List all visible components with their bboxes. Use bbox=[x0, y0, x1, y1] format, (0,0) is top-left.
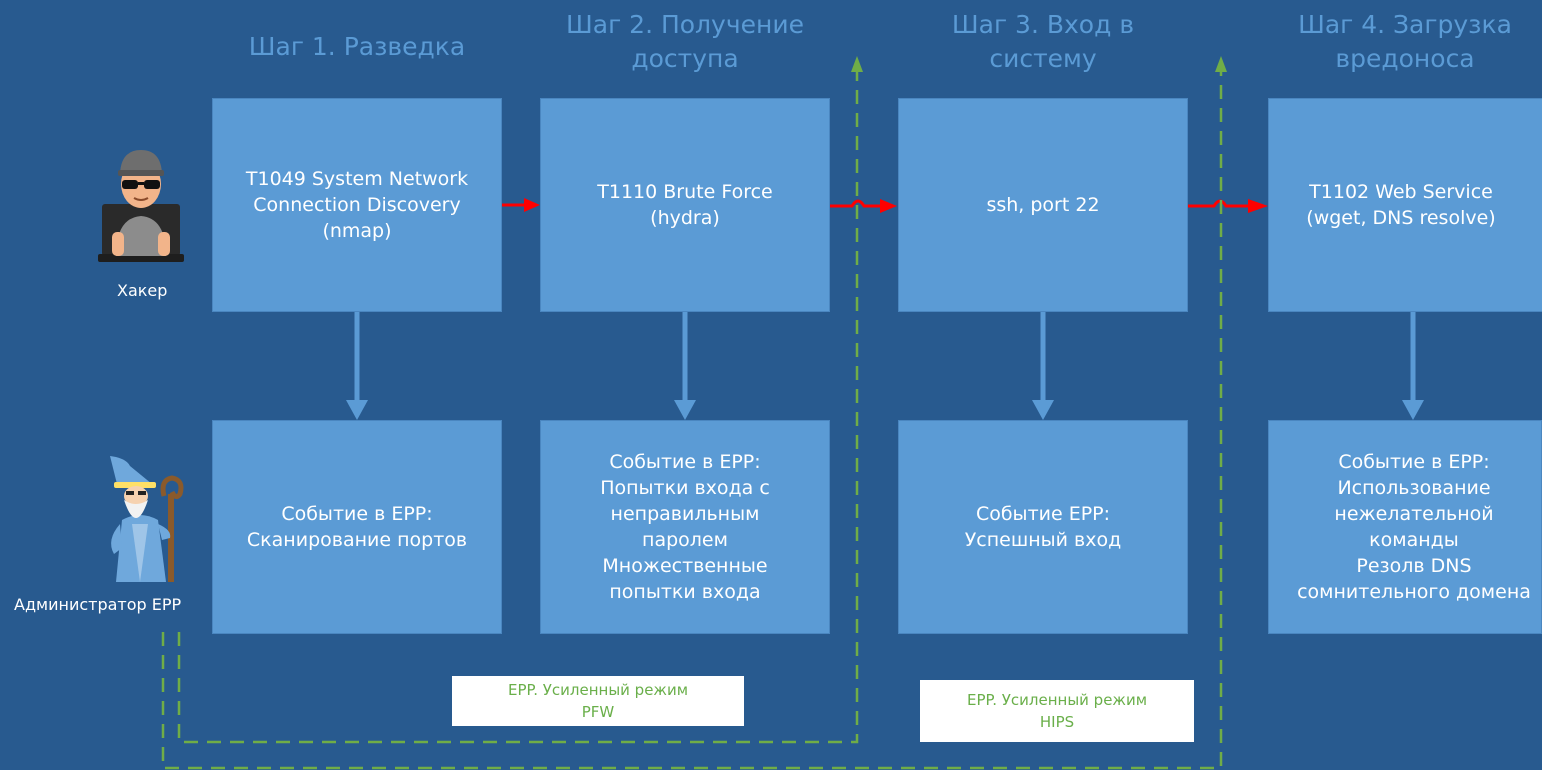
technique-box-4: T1102 Web Service (wget, DNS resolve) bbox=[1268, 98, 1542, 312]
down-arrow-3 bbox=[1032, 312, 1054, 420]
step-4-title: Шаг 4. Загрузка вредоноса bbox=[1298, 10, 1512, 73]
event-4-line-5: Резолв DNS bbox=[1356, 555, 1472, 577]
attack-arrow-2 bbox=[830, 199, 897, 213]
event-4-line-3: нежелательной bbox=[1334, 503, 1494, 525]
event-2-line-6: попытки входа bbox=[609, 581, 761, 603]
event-3-line-2: Успешный вход bbox=[964, 529, 1122, 551]
technique-2-line-2: (hydra) bbox=[650, 207, 720, 229]
admin-label: Администратор EPP bbox=[14, 595, 182, 614]
event-2-line-3: неправильным bbox=[610, 503, 760, 525]
event-4-line-6: сомнительного домена bbox=[1297, 581, 1531, 603]
technique-box-3: ssh, port 22 bbox=[898, 98, 1188, 312]
step-1-title: Шаг 1. Разведка bbox=[248, 32, 466, 61]
technique-4-line-1: T1102 Web Service bbox=[1309, 181, 1493, 203]
event-2-line-2: Попытки входа с bbox=[600, 477, 770, 499]
event-box-3: Событие EPP: Успешный вход bbox=[898, 420, 1188, 634]
attack-arrow-1 bbox=[500, 198, 540, 212]
technique-box-2: T1110 Brute Force (hydra) bbox=[540, 98, 830, 312]
mode-box-pfw: EPP. Усиленный режим PFW bbox=[452, 676, 744, 726]
technique-1-line-1: T1049 System Network bbox=[245, 168, 469, 190]
technique-4-line-2: (wget, DNS resolve) bbox=[1306, 207, 1496, 229]
event-4-line-1: Событие в EPP: bbox=[1338, 451, 1490, 473]
event-1-line-1: Событие в EPP: bbox=[281, 503, 433, 525]
event-box-4: Событие в EPP: Использование нежелательн… bbox=[1268, 420, 1542, 634]
event-3-line-1: Событие EPP: bbox=[975, 503, 1111, 525]
technique-2-line-1: T1110 Brute Force bbox=[597, 181, 773, 203]
event-2-line-5: Множественные bbox=[602, 555, 768, 577]
event-4-line-2: Использование bbox=[1337, 477, 1491, 499]
step-2-title: Шаг 2. Получение доступа bbox=[566, 10, 804, 73]
hips-arrow-head bbox=[1215, 56, 1227, 72]
step-3-title: Шаг 3. Вход в систему bbox=[951, 10, 1135, 73]
event-4-line-4: команды bbox=[1369, 529, 1459, 551]
hacker-icon bbox=[98, 150, 184, 262]
event-box-1: Событие в EPP: Сканирование портов bbox=[212, 420, 502, 634]
technique-1-line-2: Connection Discovery bbox=[253, 194, 461, 216]
wizard-icon bbox=[110, 456, 184, 582]
pfw-arrow-head bbox=[851, 56, 863, 72]
technique-box-1: T1049 System Network Connection Discover… bbox=[212, 98, 502, 312]
mode-box-hips: EPP. Усиленный режим HIPS bbox=[920, 680, 1194, 742]
technique-1-line-3: (nmap) bbox=[322, 220, 392, 242]
down-arrow-4 bbox=[1402, 312, 1424, 420]
technique-3-line-1: ssh, port 22 bbox=[986, 194, 1100, 216]
event-box-2: Событие в EPP: Попытки входа с неправиль… bbox=[540, 420, 830, 634]
down-arrow-2 bbox=[674, 312, 696, 420]
attack-arrow-3 bbox=[1186, 199, 1268, 213]
down-arrow-1 bbox=[346, 312, 368, 420]
event-2-line-4: паролем bbox=[642, 529, 728, 551]
hacker-label: Хакер bbox=[117, 281, 168, 300]
event-1-line-2: Сканирование портов bbox=[246, 529, 468, 551]
event-2-line-1: Событие в EPP: bbox=[609, 451, 761, 473]
